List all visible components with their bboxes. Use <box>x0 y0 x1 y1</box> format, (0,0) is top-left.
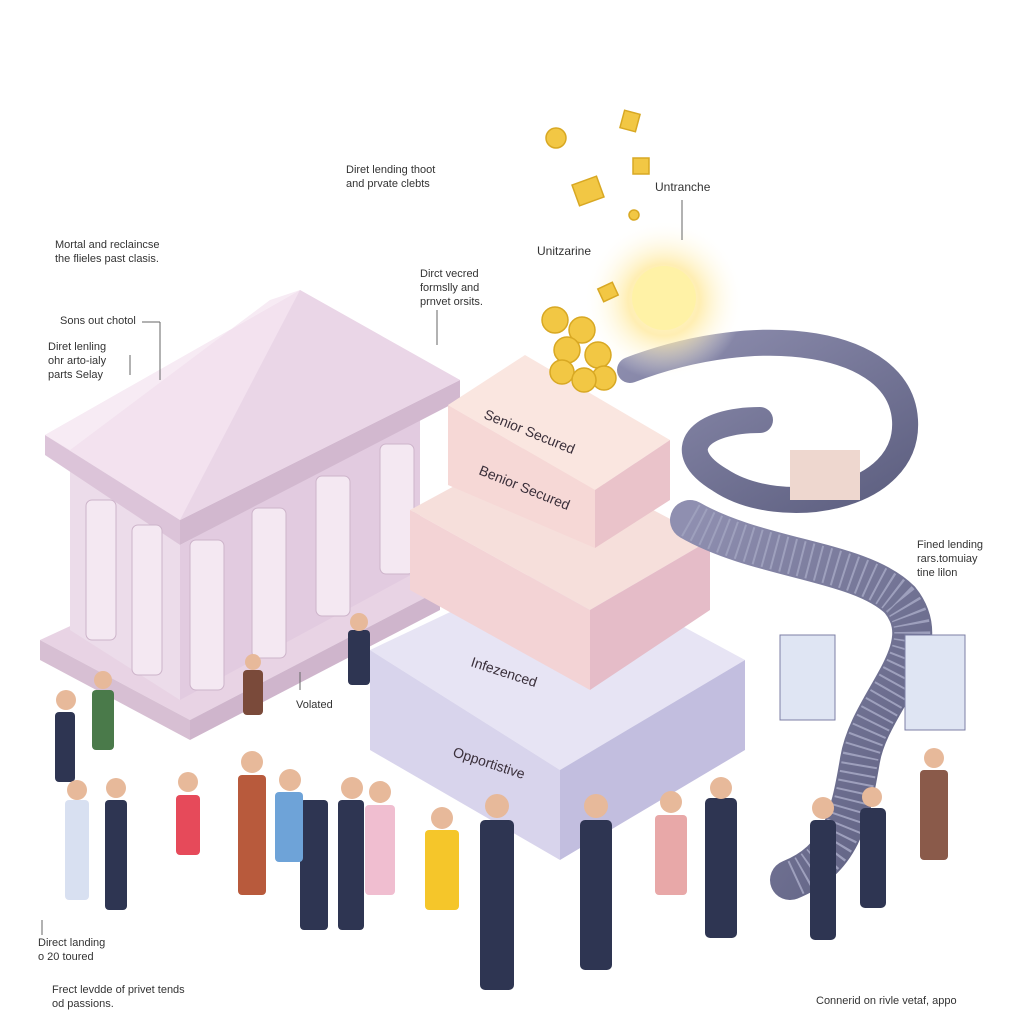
bank-building <box>40 290 460 740</box>
annotation-volated: Volated <box>296 699 333 711</box>
annotation-unitzarine: Unitzarine <box>537 244 592 258</box>
annotation-connerid: Connerid on rivle vetaf, appo <box>816 995 957 1007</box>
annotation-leaders <box>41 200 683 935</box>
annotation-untranche: Untranche <box>655 180 711 194</box>
annotation-mortal: Mortal and reclaincse the flieles past c… <box>55 239 160 265</box>
annotation-fnect: Frect levdde of privet tends od passions… <box>52 984 185 1010</box>
capital-stack <box>370 355 745 860</box>
coin-pile <box>541 109 650 393</box>
annotation-direct-lending-left: Diret lenling ohr arto-ialy parts Selay <box>48 341 107 381</box>
annotation-sons: Sons out chotol <box>60 315 136 327</box>
annotation-direct-lending-top: Diret lending thoot and prvate clebts <box>346 164 436 190</box>
annotation-direct-lending-bottom: Direct landing o 20 toured <box>38 937 106 963</box>
bank-columns <box>85 443 415 691</box>
spiral-staircase <box>617 329 966 900</box>
annotation-direct-secured: Dirct vecred formslly and prnvet orsits. <box>420 268 483 308</box>
annotation-fixed-lending: Fined lending rars.tomuiay tine lilon <box>917 539 984 579</box>
sun <box>632 266 696 330</box>
crowd <box>55 613 948 990</box>
